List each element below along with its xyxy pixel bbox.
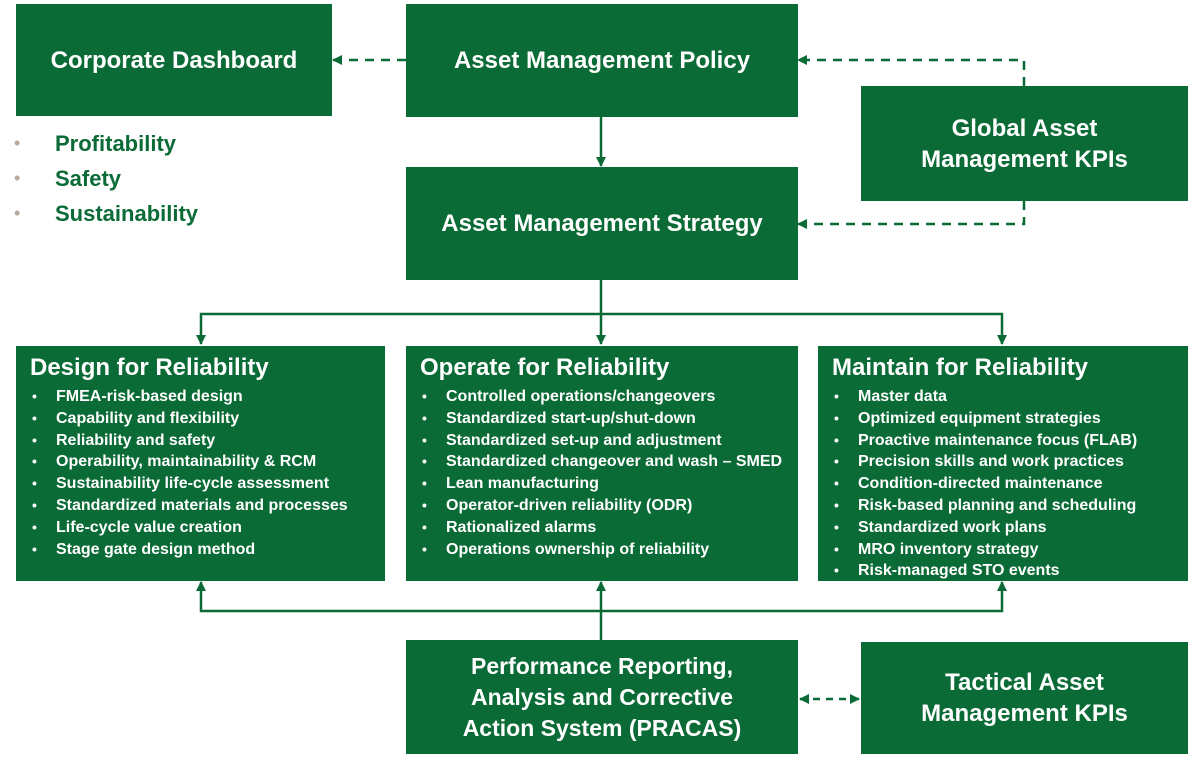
bullet-dot-icon: • xyxy=(32,431,37,448)
list-item: •Risk-based planning and scheduling xyxy=(832,495,1178,517)
list-item: •Lean manufacturing xyxy=(420,473,788,495)
tactical-kpis-box: Tactical Asset Management KPIs xyxy=(861,642,1188,754)
pracas-box: Performance Reporting, Analysis and Corr… xyxy=(406,640,798,754)
bullet-dot-icon: • xyxy=(834,409,839,426)
bullet-dot-icon: • xyxy=(32,409,37,426)
bullet-dot-icon: • xyxy=(834,540,839,557)
operate-for-reliability-box: Operate for Reliability •Controlled oper… xyxy=(406,346,798,581)
list-item: •Risk-managed STO events xyxy=(832,560,1178,582)
dashboard-bullet-text: Profitability xyxy=(55,130,177,156)
asset-management-policy-label: Asset Management Policy xyxy=(453,47,751,74)
bullet-dot-icon: • xyxy=(32,388,37,404)
strategy-branch-right xyxy=(601,312,1007,345)
operate-for-reliability-title: Operate for Reliability xyxy=(420,354,670,381)
dashboard-bullet-list: • Profitability • Safety • Sustainabilit… xyxy=(14,126,198,231)
bullet-dot-icon: • xyxy=(32,475,37,492)
list-item: •Life-cycle value creation xyxy=(30,517,375,539)
list-item: •Master data xyxy=(832,386,1178,408)
dashboard-bullet-text: Safety xyxy=(55,165,122,191)
list-item: •Sustainability life-cycle assessment xyxy=(30,473,375,495)
dashboard-bullet-item: • Safety xyxy=(14,161,198,196)
global-kpis-box: Global Asset Management KPIs xyxy=(861,86,1188,201)
pracas-branch-left xyxy=(196,581,601,613)
list-item: •Standardized changeover and wash – SMED xyxy=(420,451,788,473)
list-item: •Operations ownership of reliability xyxy=(420,539,788,561)
dashboard-bullet-text: Sustainability xyxy=(55,200,199,226)
list-item: •Capability and flexibility xyxy=(30,408,375,430)
list-item: •Precision skills and work practices xyxy=(832,451,1178,473)
bullet-dot-icon: • xyxy=(32,496,37,513)
bullet-dot-icon: • xyxy=(14,133,21,153)
bullet-dot-icon: • xyxy=(14,168,21,188)
bullet-dot-icon: • xyxy=(32,518,37,535)
bullet-dot-icon: • xyxy=(834,431,839,448)
asset-management-strategy-label: Asset Management Strategy xyxy=(441,210,763,237)
bullet-dot-icon: • xyxy=(422,409,427,426)
bullet-dot-icon: • xyxy=(14,203,21,223)
bullet-dot-icon: • xyxy=(834,475,839,492)
bullet-dot-icon: • xyxy=(834,496,839,513)
operate-for-reliability-list: •Controlled operations/changeovers •Stan… xyxy=(420,386,788,560)
maintain-for-reliability-box: Maintain for Reliability •Master data •O… xyxy=(818,346,1188,581)
list-item: •Operability, maintainability & RCM xyxy=(30,451,375,473)
bullet-dot-icon: • xyxy=(32,453,37,470)
bullet-dot-icon: • xyxy=(834,388,839,404)
bullet-dot-icon: • xyxy=(422,496,427,513)
design-for-reliability-list: •FMEA-risk-based design •Capability and … xyxy=(30,386,375,560)
maintain-for-reliability-list: •Master data •Optimized equipment strate… xyxy=(832,386,1178,582)
asset-management-strategy-box: Asset Management Strategy xyxy=(406,167,798,280)
corporate-dashboard-box: Corporate Dashboard xyxy=(16,4,332,116)
dashboard-bullet-item: • Profitability xyxy=(14,126,198,161)
design-for-reliability-box: Design for Reliability •FMEA-risk-based … xyxy=(16,346,385,581)
bullet-dot-icon: • xyxy=(422,518,427,535)
list-item: •Standardized materials and processes xyxy=(30,495,375,517)
bullet-dot-icon: • xyxy=(422,388,427,404)
asset-management-policy-box: Asset Management Policy xyxy=(406,4,798,117)
global-kpis-label: Global Asset Management KPIs xyxy=(921,114,1128,173)
dashboard-bullet-item: • Sustainability xyxy=(14,196,198,231)
list-item: •FMEA-risk-based design xyxy=(30,386,375,408)
bullet-dot-icon: • xyxy=(422,453,427,470)
list-item: •Operator-driven reliability (ODR) xyxy=(420,495,788,517)
list-item: •Controlled operations/changeovers xyxy=(420,386,788,408)
list-item: •Rationalized alarms xyxy=(420,517,788,539)
list-item: •MRO inventory strategy xyxy=(832,539,1178,561)
pracas-label: Performance Reporting, Analysis and Corr… xyxy=(462,652,742,741)
list-item: •Proactive maintenance focus (FLAB) xyxy=(832,430,1178,452)
bullet-dot-icon: • xyxy=(422,540,427,557)
list-item: •Reliability and safety xyxy=(30,430,375,452)
list-item: •Optimized equipment strategies xyxy=(832,408,1178,430)
maintain-for-reliability-title: Maintain for Reliability xyxy=(832,354,1089,381)
bullet-dot-icon: • xyxy=(422,431,427,448)
bullet-dot-icon: • xyxy=(834,562,839,579)
list-item: •Standardized start-up/shut-down xyxy=(420,408,788,430)
list-item: •Standardized set-up and adjustment xyxy=(420,430,788,452)
list-item: •Stage gate design method xyxy=(30,539,375,561)
bullet-dot-icon: • xyxy=(32,540,37,557)
bullet-dot-icon: • xyxy=(834,453,839,470)
kpis-to-policy-arrow xyxy=(797,55,1026,86)
bullet-dot-icon: • xyxy=(834,518,839,535)
strategy-branch-left xyxy=(196,312,601,345)
tactical-kpis-label: Tactical Asset Management KPIs xyxy=(921,669,1128,727)
kpis-to-strategy-arrow xyxy=(797,201,1026,229)
list-item: •Standardized work plans xyxy=(832,517,1178,539)
design-for-reliability-title: Design for Reliability xyxy=(30,354,269,381)
corporate-dashboard-label: Corporate Dashboard xyxy=(50,46,298,74)
bullet-dot-icon: • xyxy=(422,475,427,492)
list-item: •Condition-directed maintenance xyxy=(832,473,1178,495)
pracas-branch-right xyxy=(601,581,1007,613)
